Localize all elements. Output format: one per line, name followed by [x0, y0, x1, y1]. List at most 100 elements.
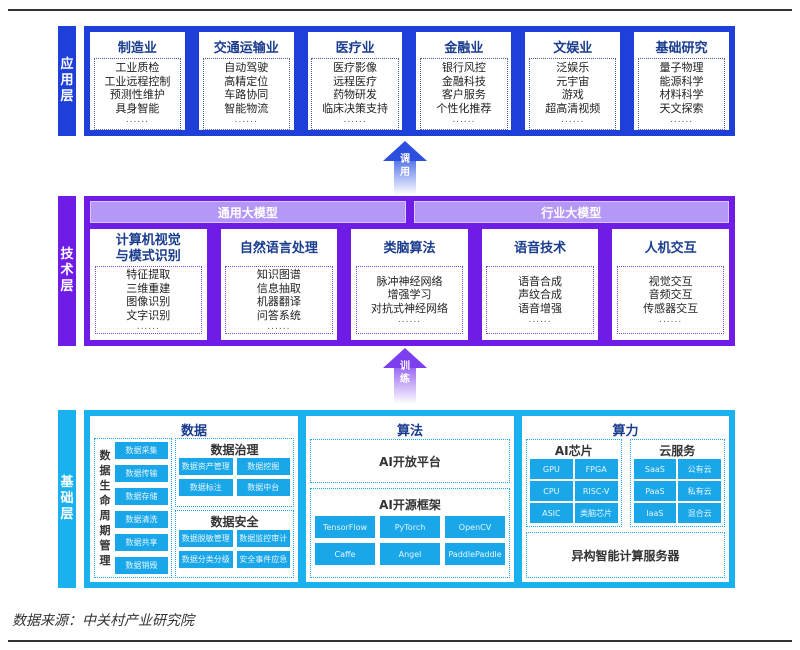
title-line: 语音技术: [514, 241, 567, 256]
framework-cell: Caffe: [315, 543, 375, 565]
chip-cell: 类脑芯片: [574, 503, 618, 523]
framework-cell: OpenCV: [445, 516, 505, 538]
label-char: 层: [60, 507, 74, 522]
label-char: 层: [60, 89, 74, 104]
sector-items: 量子物理能源科学材料科学天文探索......: [637, 58, 726, 130]
tech-area-items: 脉冲神经网络增强学习对抗式神经网络......: [355, 266, 464, 334]
sector-card: 金融业银行风控金融科技客户服务个性化推荐......: [416, 32, 512, 130]
general-model-bar: 通用大模型: [90, 201, 406, 223]
sector-item: 医疗影像: [333, 61, 378, 74]
sector-item: 客户服务: [441, 88, 486, 101]
top-rule: [8, 9, 792, 11]
sector-item: 能源科学: [659, 74, 704, 88]
cloud-cell: PaaS: [633, 481, 677, 501]
sector-card: 制造业工业质检工业远程控制预测性维护具身智能......: [90, 32, 185, 130]
data-panel-title: 数据: [180, 424, 207, 439]
ai-open-platform: AI开放平台: [310, 439, 510, 483]
sector-item: 高精定位: [224, 74, 269, 88]
arrow-char: 练: [400, 374, 410, 385]
sector-item: 自动驾驶: [224, 61, 269, 74]
data-content: 数据生命周期管理 数据采集数据传输数据存储数据清洗数据共享数据销毁 数据治理 数…: [94, 438, 294, 578]
sector-item: 材料科学: [659, 88, 704, 101]
arrow-char: 训: [400, 361, 410, 372]
sector-card: 交通运输业自动驾驶高精定位车路协同智能物流......: [198, 32, 294, 130]
sector-item: 个性化推荐: [436, 101, 492, 115]
framework-cell: Angel: [380, 543, 440, 565]
lifecycle-char: 期: [99, 524, 111, 537]
lifecycle-char: 管: [99, 539, 111, 552]
data-source: 数据来源：中关村产业研究院: [12, 613, 194, 629]
tech-item: 机器翻译: [256, 295, 301, 308]
more-ellipsis: ......: [267, 322, 291, 332]
lifecycle-char: 据: [99, 464, 111, 477]
tech-item: 脉冲神经网络: [376, 274, 443, 288]
tech-item: 信息抽取: [256, 281, 301, 295]
algorithm-panel-title: 算法: [396, 424, 423, 439]
cloud-cell: SaaS: [633, 459, 677, 479]
sector-items: 自动驾驶高精定位车路协同智能物流......: [202, 58, 290, 130]
title-line: 人机交互: [644, 241, 697, 256]
data-governance-box: 数据治理 数据资产管理数据挖掘数据标注数据中台: [175, 438, 294, 507]
tech-area-card: 计算机视觉与模式识别特征提取三维重建图像识别文字识别......: [90, 229, 207, 340]
more-ellipsis: ......: [669, 115, 694, 125]
cloud-cell: 私有云: [678, 481, 721, 501]
tech-item: 音频交互: [648, 288, 693, 302]
arrow-shaft: [394, 161, 416, 195]
tech-area-title: 人机交互: [645, 232, 697, 266]
title-line: 自然语言处理: [239, 241, 318, 256]
data-panel: 数据 数据生命周期管理 数据采集数据传输数据存储数据清洗数据共享数据销毁 数据治…: [90, 416, 298, 582]
tech-item: 传感器交互: [643, 301, 699, 315]
lifecycle-char: 生: [99, 479, 111, 492]
lifecycle-char: 理: [99, 554, 111, 567]
arrow-char: 用: [400, 167, 410, 178]
sector-card: 基础研究量子物理能源科学材料科学天文探索......: [634, 32, 729, 130]
sector-item: 泛娱乐: [556, 61, 590, 74]
sector-title: 医疗业: [335, 41, 375, 56]
cloud-cell: IaaS: [633, 503, 677, 523]
data-governance-column: 数据治理 数据资产管理数据挖掘数据标注数据中台 数据安全 数据脱敏管理数据监控审…: [175, 438, 294, 578]
tech-area-title: 语音技术: [514, 232, 566, 266]
tech-layer-label: 技 术 层: [58, 196, 76, 346]
sector-title: 基础研究: [655, 41, 708, 56]
tech-item: 三维重建: [126, 281, 171, 295]
lifecycle-cells: 数据采集数据传输数据存储数据清洗数据共享数据销毁: [115, 442, 168, 574]
lifecycle-char: 命: [99, 494, 111, 507]
tech-area-items: 特征提取三维重建图像识别文字识别......: [94, 266, 202, 334]
data-security-box: 数据安全 数据脱敏管理数据监控审计数据分类分级安全事件应急: [175, 509, 294, 578]
title-line: 与模式识别: [115, 249, 181, 264]
more-ellipsis: ......: [343, 115, 367, 125]
arrow-char: 调: [400, 154, 410, 165]
security-grid: 数据脱敏管理数据监控审计数据分类分级安全事件应急: [179, 529, 290, 568]
sector-title: 文娱业: [553, 41, 593, 56]
lifecycle-cell: 数据存储: [115, 488, 168, 505]
base-layer-label: 基 础 层: [58, 410, 76, 588]
chip-cell: RISC-V: [574, 481, 618, 501]
sector-item: 车路协同: [224, 88, 269, 101]
label-char: 层: [60, 279, 74, 294]
more-ellipsis: ......: [125, 115, 149, 125]
sector-item: 银行风控: [441, 61, 486, 74]
tech-item: 声纹合成: [518, 288, 563, 302]
sector-item: 量子物理: [659, 61, 704, 74]
sector-card: 文娱业泛娱乐元宇宙游戏超高清视频......: [525, 32, 621, 130]
lifecycle-label: 数据生命周期管理: [98, 442, 112, 574]
cloud-cell: 公有云: [678, 459, 721, 479]
lifecycle-cell: 数据共享: [115, 534, 168, 551]
framework-cell: PaddlePaddle: [445, 543, 505, 565]
sector-title: 交通运输业: [213, 41, 279, 56]
train-arrow: 训 练: [383, 348, 427, 404]
governance-cell: 数据资产管理: [179, 458, 233, 475]
more-ellipsis: ......: [659, 315, 683, 326]
more-ellipsis: ......: [136, 322, 160, 332]
application-layer: 制造业工业质检工业远程控制预测性维护具身智能......交通运输业自动驾驶高精定…: [84, 26, 735, 136]
more-ellipsis: ......: [561, 115, 585, 125]
sector-items: 工业质检工业远程控制预测性维护具身智能......: [93, 58, 182, 130]
lifecycle-cell: 数据采集: [115, 442, 168, 459]
sector-item: 药物研发: [333, 88, 378, 101]
tech-item: 文字识别: [126, 308, 171, 322]
governance-grid: 数据资产管理数据挖掘数据标注数据中台: [179, 458, 290, 496]
tech-item: 视觉交互: [648, 274, 693, 288]
sector-item: 金融科技: [441, 74, 486, 88]
